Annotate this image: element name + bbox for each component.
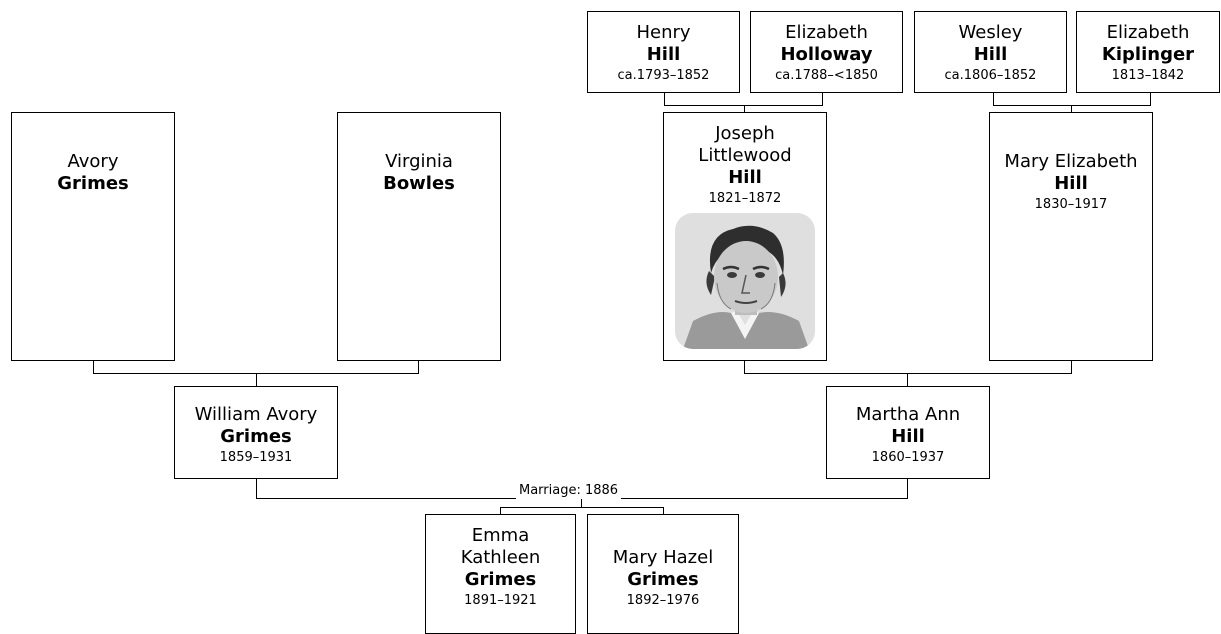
life-years: 1830–1917 [1034, 197, 1108, 212]
life-years: 1860–1937 [871, 450, 945, 465]
connector [256, 478, 257, 499]
connector [744, 373, 1072, 374]
given-name: Martha Ann [855, 404, 961, 425]
connector [664, 105, 823, 106]
given-name: Virginia [385, 151, 453, 172]
connector [993, 92, 994, 106]
surname: Grimes [464, 569, 537, 590]
given-name: Elizabeth [785, 22, 868, 43]
portrait-photo-icon [675, 213, 815, 349]
given-name: Joseph [715, 123, 775, 144]
person-card-virginia-bowles[interactable]: Virginia Bowles [337, 112, 501, 361]
surname: Hill [728, 167, 762, 188]
surname: Grimes [627, 569, 699, 590]
given-name: Littlewood [698, 145, 792, 166]
life-years: 1813–1842 [1111, 68, 1185, 83]
connector [256, 373, 257, 387]
connector [664, 92, 665, 106]
person-card-avory-grimes[interactable]: Avory Grimes [11, 112, 175, 361]
life-years: ca.1793–1852 [617, 68, 710, 83]
person-card-elizabeth-kiplinger[interactable]: Elizabeth Kiplinger 1813–1842 [1076, 11, 1220, 93]
person-card-emma-grimes[interactable]: Emma Kathleen Grimes 1891–1921 [425, 514, 576, 634]
given-name: Kathleen [460, 547, 541, 568]
connector [1150, 92, 1151, 106]
connector [907, 373, 908, 387]
connector [500, 507, 664, 508]
given-name: Mary Elizabeth [1004, 151, 1138, 172]
person-card-william-grimes[interactable]: William Avory Grimes 1859–1931 [174, 386, 338, 479]
connector [744, 105, 745, 113]
given-name: Henry [636, 22, 691, 43]
surname: Grimes [220, 426, 292, 447]
life-years: 1891–1921 [464, 593, 537, 608]
given-name: Emma [471, 525, 530, 546]
person-card-wesley-hill[interactable]: Wesley Hill ca.1806–1852 [914, 11, 1067, 93]
connector [93, 360, 94, 374]
surname: Hill [646, 44, 681, 65]
person-card-elizabeth-holloway[interactable]: Elizabeth Holloway ca.1788–<1850 [750, 11, 903, 93]
connector [907, 478, 908, 499]
given-name: Wesley [958, 22, 1023, 43]
surname: Hill [973, 44, 1008, 65]
connector [993, 105, 1151, 106]
connector [822, 92, 823, 106]
surname: Holloway [780, 44, 873, 65]
life-years: ca.1806–1852 [944, 68, 1037, 83]
person-card-mary-elizabeth-hill[interactable]: Mary Elizabeth Hill 1830–1917 [989, 112, 1153, 361]
life-years: ca.1788–<1850 [775, 68, 878, 83]
life-years: 1892–1976 [626, 593, 700, 608]
person-card-martha-hill[interactable]: Martha Ann Hill 1860–1937 [826, 386, 990, 479]
given-name: Mary Hazel [612, 547, 714, 568]
surname: Hill [1054, 173, 1088, 194]
life-years: 1859–1931 [219, 450, 293, 465]
person-card-joseph-hill[interactable]: Joseph Littlewood Hill 1821–1872 [663, 112, 827, 361]
connector [418, 360, 419, 374]
connector [1071, 105, 1072, 113]
person-card-henry-hill[interactable]: Henry Hill ca.1793–1852 [587, 11, 740, 93]
portrait-photo[interactable] [675, 213, 815, 349]
life-years: 1821–1872 [708, 191, 782, 206]
person-card-mary-hazel-grimes[interactable]: Mary Hazel Grimes 1892–1976 [587, 514, 739, 634]
surname: Kiplinger [1101, 44, 1195, 65]
connector [581, 498, 582, 508]
marriage-label: Marriage: 1886 [516, 483, 622, 499]
surname: Grimes [57, 173, 129, 194]
connector [663, 507, 664, 515]
connector [1071, 360, 1072, 374]
given-name: William Avory [194, 404, 318, 425]
surname: Hill [891, 426, 925, 447]
connector [744, 360, 745, 374]
given-name: Elizabeth [1106, 22, 1190, 43]
surname: Bowles [383, 173, 455, 194]
connector [500, 507, 501, 515]
given-name: Avory [67, 151, 119, 172]
